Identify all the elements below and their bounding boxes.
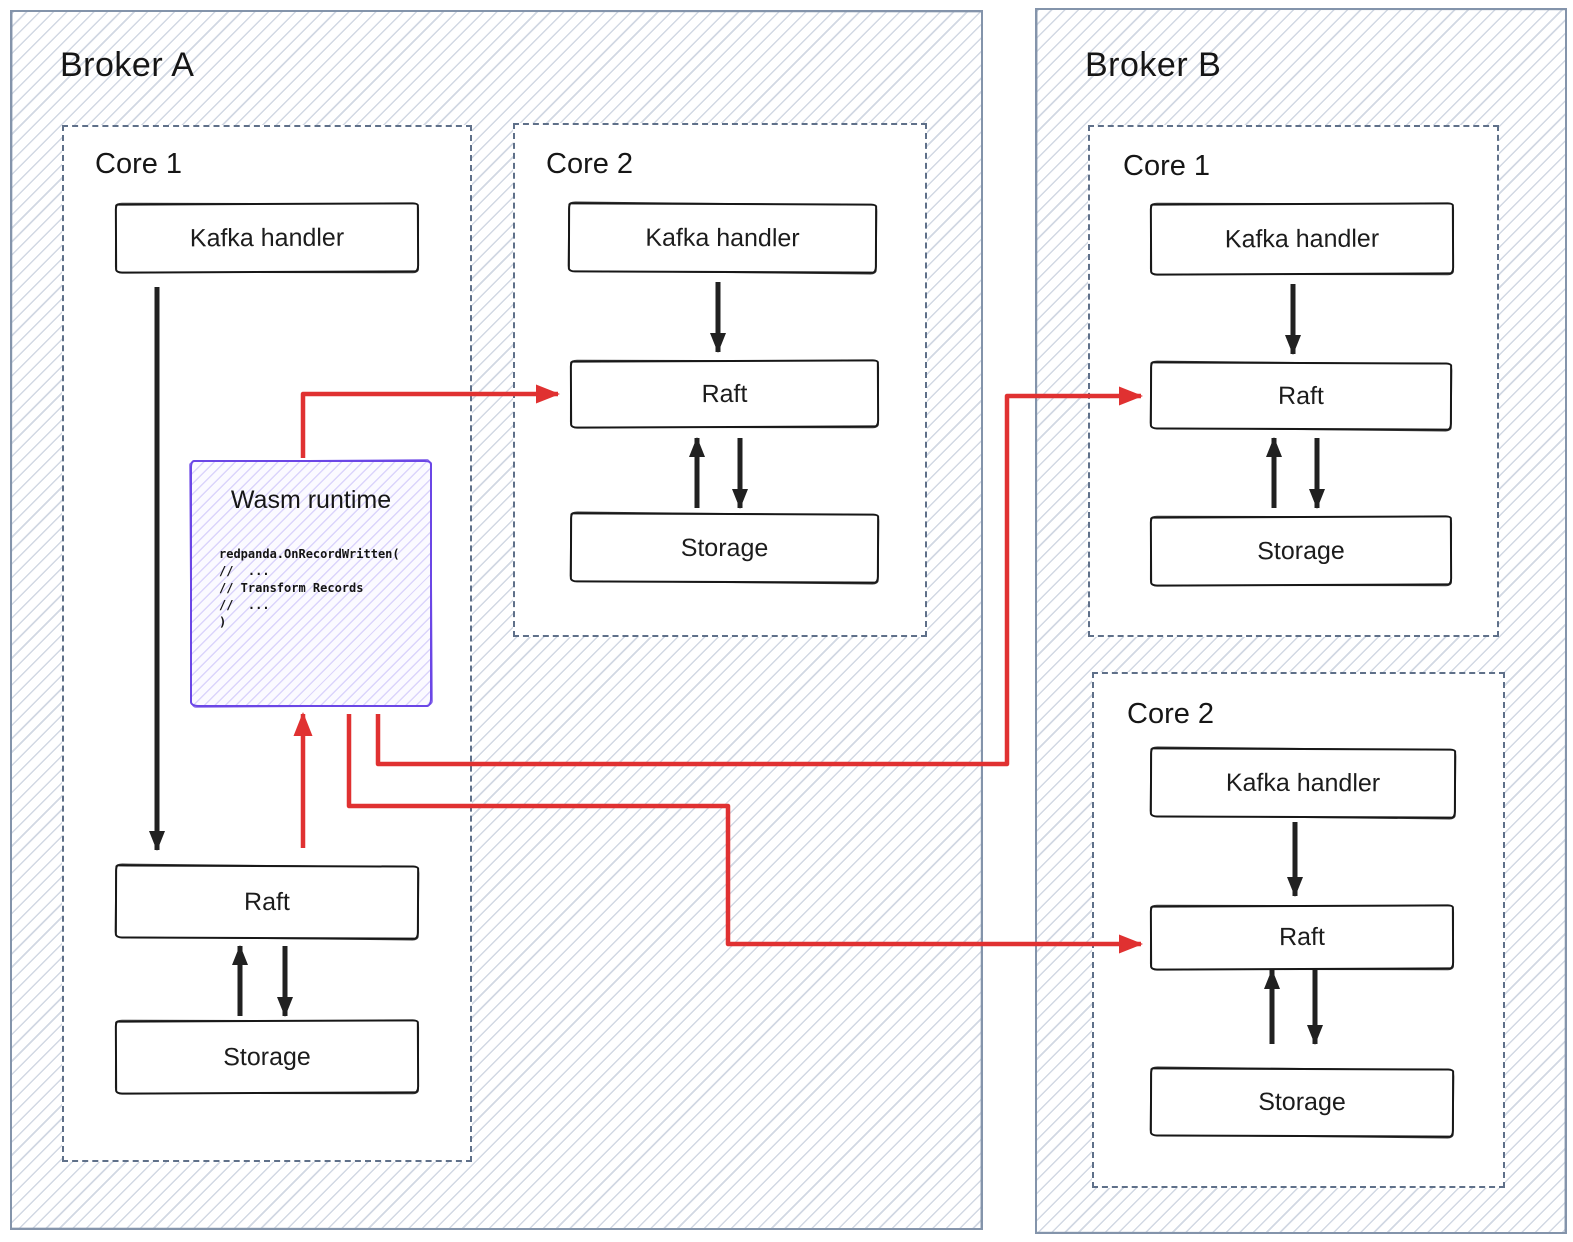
broker-b-core1-storage-box: Storage xyxy=(1149,515,1453,587)
broker-a-core1-title: Core 1 xyxy=(95,148,183,180)
wasm-runtime-box: Wasm runtime redpanda.OnRecordWritten( /… xyxy=(190,460,432,707)
broker-a-core1-raft-label: Raft xyxy=(244,887,290,916)
broker-b-core1-storage-label: Storage xyxy=(1257,536,1345,565)
broker-b-title: Broker B xyxy=(1085,46,1222,84)
broker-b-core2-title: Core 2 xyxy=(1127,698,1215,730)
broker-b-core1-kafka-handler-box: Kafka handler xyxy=(1149,202,1455,276)
broker-a-core2-title: Core 2 xyxy=(546,148,634,180)
broker-b-core2-kafka-handler-label: Kafka handler xyxy=(1225,768,1381,797)
wasm-runtime-title: Wasm runtime xyxy=(230,486,392,514)
broker-a-core2-storage-box: Storage xyxy=(569,512,880,584)
wasm-runtime-code: redpanda.OnRecordWritten( // ... // Tran… xyxy=(219,547,400,629)
broker-a-core1-kafka-handler-label: Kafka handler xyxy=(189,223,345,252)
broker-a-core2-kafka-handler-box: Kafka handler xyxy=(567,202,878,274)
broker-b-core2-raft-box: Raft xyxy=(1149,904,1455,971)
broker-a-core2-raft-label: Raft xyxy=(701,379,748,408)
broker-b-core1-raft-box: Raft xyxy=(1149,361,1453,431)
broker-b-core1-raft-label: Raft xyxy=(1278,381,1324,410)
broker-a-core1-raft-box: Raft xyxy=(114,864,420,940)
broker-b-core2-raft-label: Raft xyxy=(1278,922,1325,952)
broker-b-core2-storage-label: Storage xyxy=(1258,1087,1346,1117)
broker-a-core1-storage-label: Storage xyxy=(223,1042,311,1071)
broker-a-title: Broker A xyxy=(60,46,195,84)
broker-a-core2-storage-label: Storage xyxy=(680,533,769,562)
broker-b-core2-storage-box: Storage xyxy=(1149,1067,1455,1138)
broker-a-core1-storage-box: Storage xyxy=(114,1019,420,1095)
broker-a-core2-kafka-handler-label: Kafka handler xyxy=(645,223,800,252)
broker-a-core1-kafka-handler-box: Kafka handler xyxy=(114,202,420,274)
broker-b-core1-kafka-handler-label: Kafka handler xyxy=(1224,224,1380,253)
broker-b-core1-title: Core 1 xyxy=(1123,150,1211,182)
broker-a-core2-raft-box: Raft xyxy=(569,359,880,429)
broker-b-core2-kafka-handler-box: Kafka handler xyxy=(1149,747,1457,819)
